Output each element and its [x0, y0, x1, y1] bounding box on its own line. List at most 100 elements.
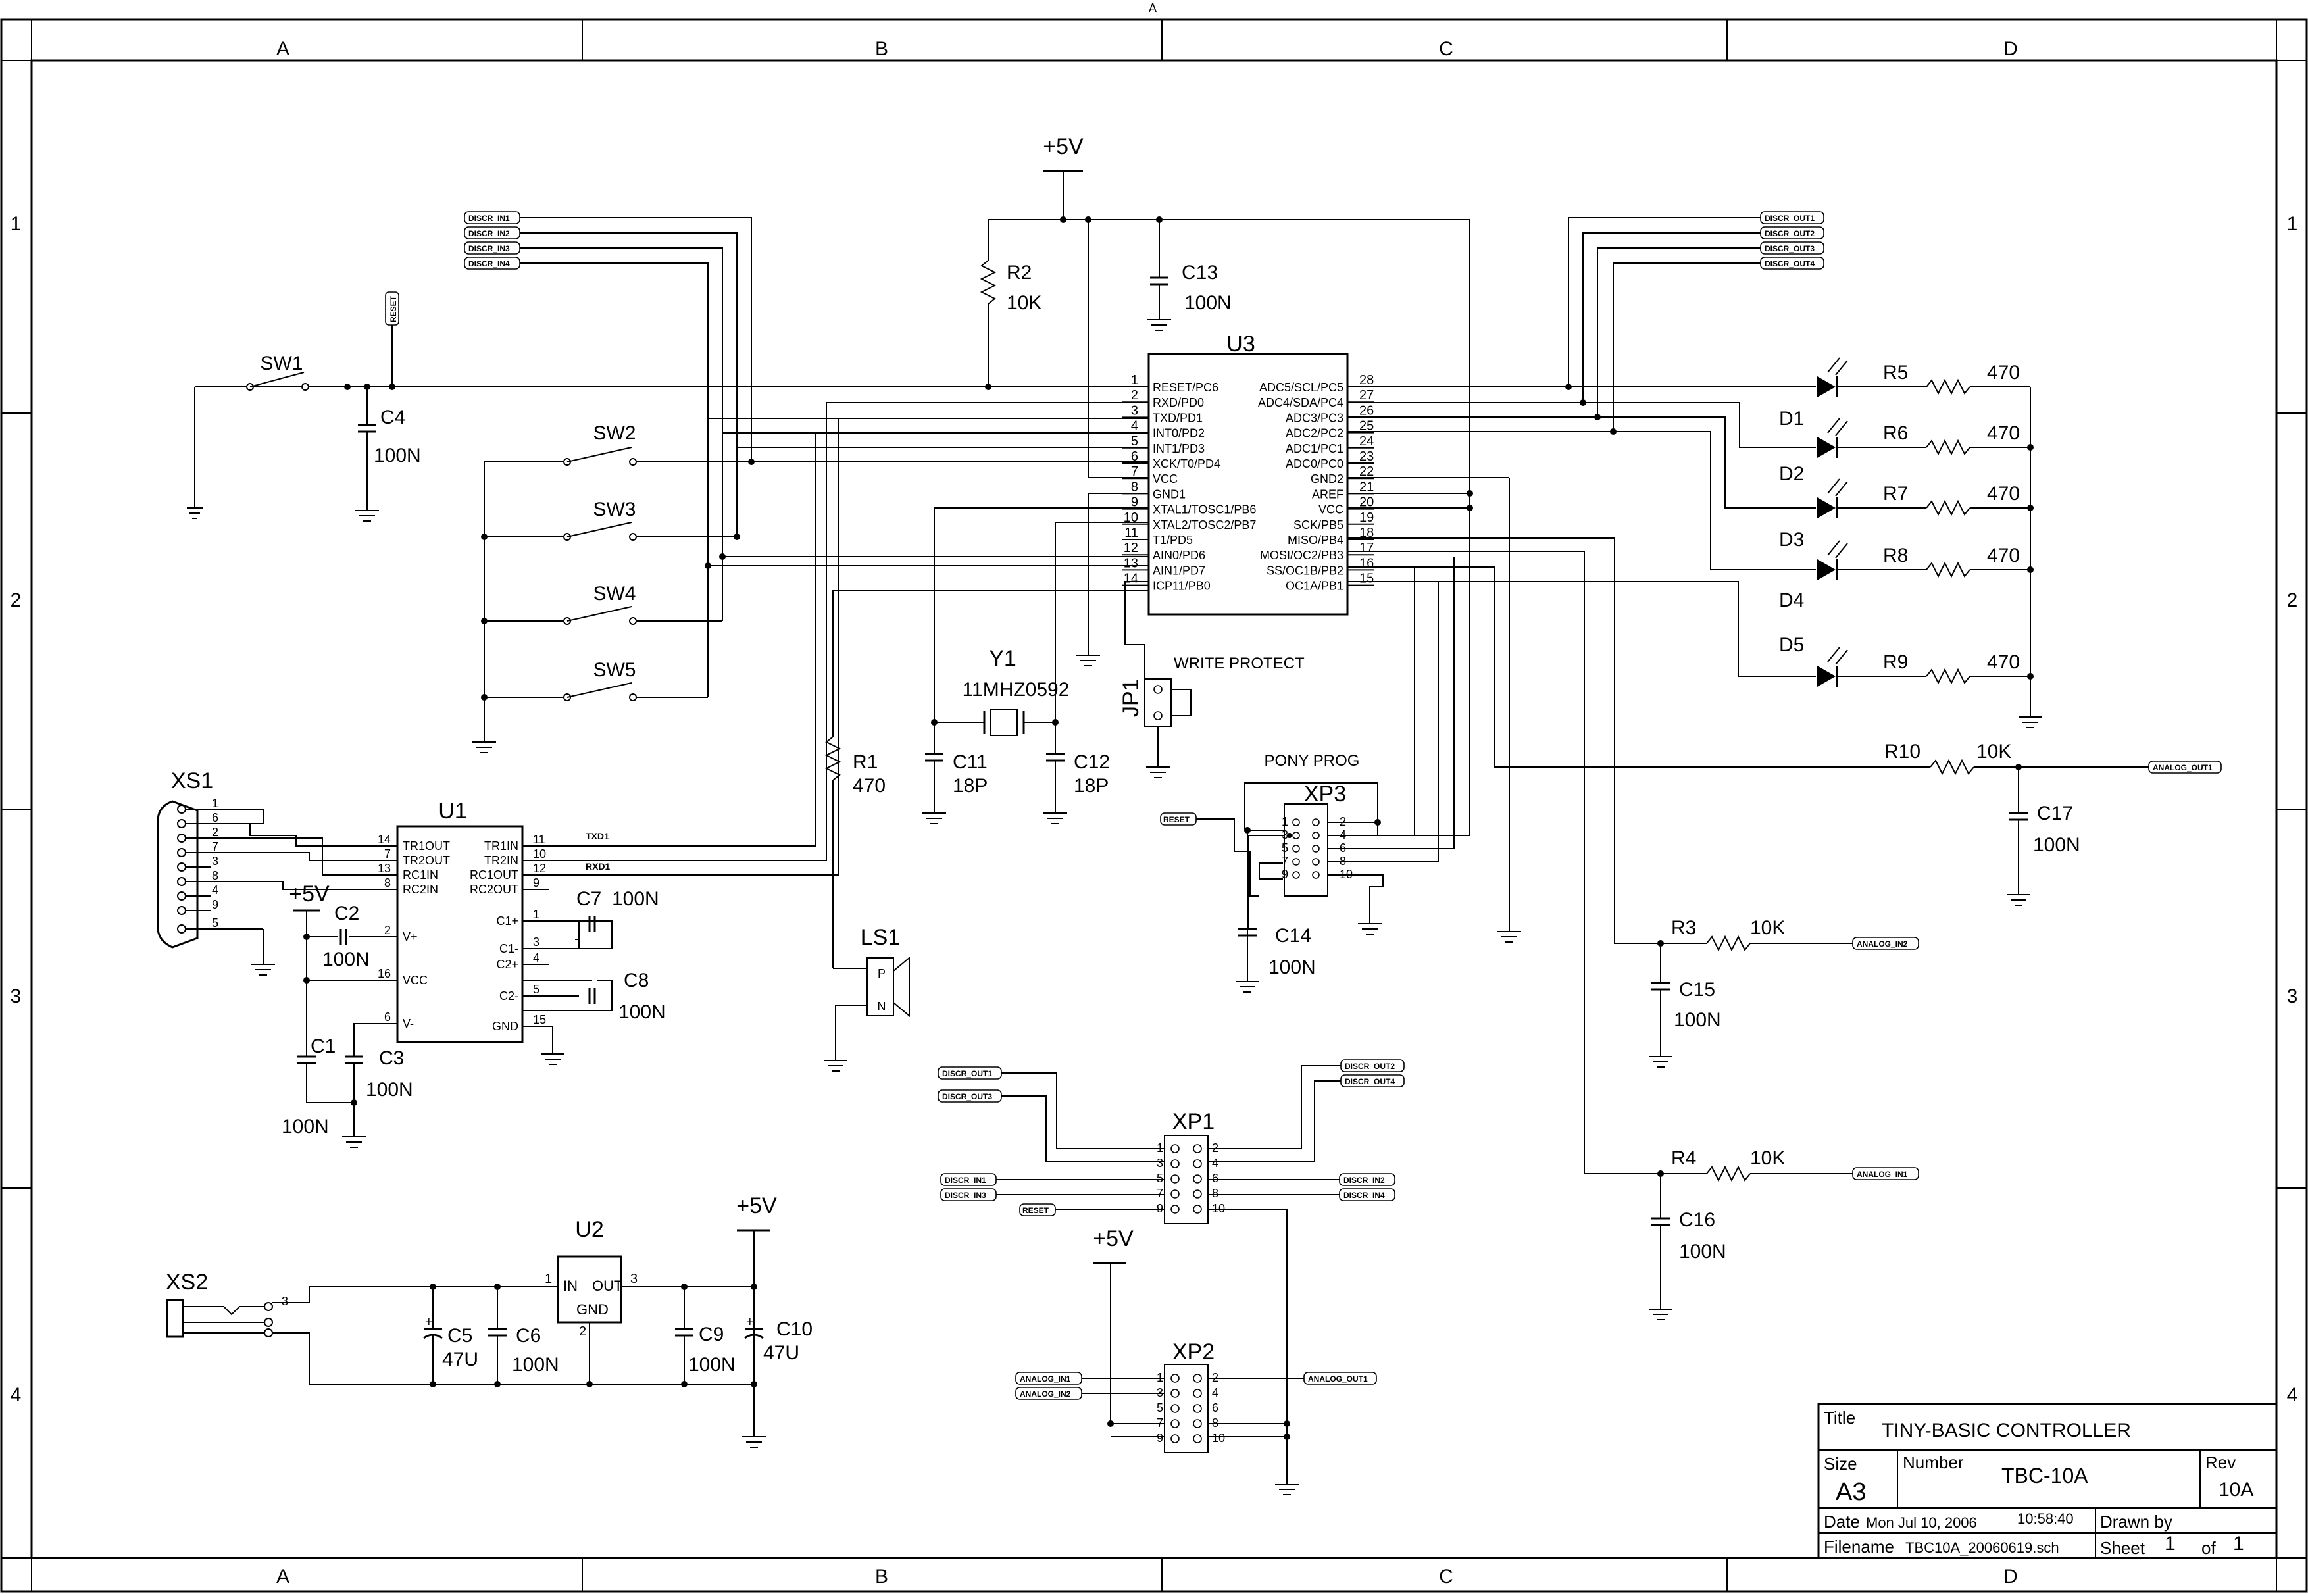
xp1-pin	[1170, 1144, 1180, 1153]
xs1-signal-wire	[211, 852, 371, 861]
xs1-signal-wire	[211, 881, 371, 890]
c14-capacitor: C14 100N	[1234, 477, 1521, 993]
u3-right-pin-name: ADC0/PC0	[1286, 457, 1343, 470]
u1-left-pin-name: V+	[403, 930, 418, 943]
col-a-top: A	[276, 38, 289, 60]
xs2-pin3: 3	[282, 1295, 288, 1308]
xp3-pin-number: 10	[1340, 868, 1353, 881]
row-1-right: 1	[2287, 213, 2298, 235]
col-b-bottom: B	[875, 1566, 888, 1587]
drawn-by-label: Drawn by	[2100, 1512, 2172, 1532]
u3-left-pin-number: 5	[1131, 434, 1138, 449]
led-resistor	[1926, 668, 1970, 685]
filename-label: Filename	[1824, 1537, 1894, 1557]
u3-right-pin-number: 16	[1359, 556, 1374, 570]
u2-gnd: GND	[576, 1301, 609, 1318]
xs1-pin-contact	[177, 805, 186, 814]
led-triangle	[1817, 497, 1836, 518]
c5-plus: +	[425, 1315, 433, 1330]
led-triangle	[1817, 666, 1836, 687]
xp3-pin	[1312, 845, 1320, 853]
u3-left-pin-name: ICP11/PB0	[1153, 580, 1211, 593]
led-emission-ray	[1827, 418, 1840, 434]
u2-out: OUT	[592, 1278, 622, 1294]
xp3-pin	[1292, 871, 1300, 879]
number-value: TBC-10A	[2001, 1464, 2088, 1487]
row-3-right: 3	[2287, 985, 2298, 1007]
xs1-signal-wire	[211, 823, 371, 847]
xp1-pin	[1170, 1174, 1180, 1184]
xp3-ref: XP3	[1304, 782, 1346, 807]
time-value: 10:58:40	[2017, 1510, 2074, 1527]
led-resistor-ref: R8	[1883, 545, 1908, 566]
led-resistor-ref: R5	[1883, 362, 1908, 384]
discr-in-bus: DISCR_IN1 DISCR_IN2 DISCR_IN3 DISCR_IN4	[464, 211, 1149, 462]
xp2-pin-number: 5	[1157, 1401, 1163, 1414]
c2-ref: C2	[334, 903, 359, 924]
c8-ref: C8	[624, 970, 649, 991]
xs1-pin-contact	[177, 924, 186, 934]
xs1-pin-number: 9	[212, 898, 218, 911]
col-d-bottom: D	[2003, 1566, 2018, 1587]
u1-right-pin-name: RC2OUT	[470, 883, 518, 896]
c11-value: 18P	[953, 775, 988, 797]
u1-right-pin-name: C2+	[496, 958, 518, 971]
xs1-pin-contact	[177, 819, 186, 828]
xs1-pin-contact	[177, 891, 186, 901]
xp2-pin-number: 6	[1212, 1401, 1218, 1414]
u3-left-pin-name: AIN0/PD6	[1153, 549, 1205, 562]
u3-right-pin-number: 17	[1359, 541, 1374, 555]
c2-value: 100N	[322, 949, 370, 970]
u1-left-pin-name: VCC	[403, 974, 428, 987]
xp2-pin	[1193, 1404, 1202, 1413]
title-label: Title	[1824, 1408, 1855, 1428]
c13-ref: C13	[1182, 262, 1218, 284]
u3-left-pin-name: INT0/PD2	[1153, 427, 1205, 440]
c11-ref: C11	[953, 751, 988, 773]
c10-plus: +	[746, 1315, 754, 1330]
r10-value: 10K	[1976, 741, 2011, 762]
u1-right-pin-name: C1-	[499, 942, 518, 955]
discr-in3-label: DISCR_IN3	[468, 244, 510, 253]
xp2-pin-number: 10	[1212, 1432, 1225, 1445]
jp1-jumper: JP1 WRITE PROTECT	[1118, 581, 1305, 778]
led-resistor-value: 470	[1987, 545, 2020, 566]
c12-ref: C12	[1074, 751, 1110, 773]
row-2-right: 2	[2287, 589, 2298, 611]
xp3-pin-number: 2	[1340, 815, 1346, 828]
u1-left-pin-number: 13	[378, 862, 391, 875]
u3-left-pin-number: 10	[1124, 511, 1138, 525]
row-2-left: 2	[11, 589, 22, 611]
u3-right-pin-number: 19	[1359, 511, 1374, 525]
c3-ref: C3	[379, 1047, 404, 1069]
u3-left-pin-name: VCC	[1153, 472, 1178, 486]
c4-value: 100N	[374, 445, 421, 466]
power-supply: XS2 3 U2 IN OUT GND 1 3 2 +5V + C5 47U C…	[166, 1193, 813, 1448]
u2-in: IN	[563, 1278, 578, 1294]
xp2-pin	[1170, 1419, 1180, 1428]
u3-right-pin-number: 21	[1359, 480, 1374, 494]
u1-left-pin-name: TR2OUT	[403, 854, 450, 867]
col-c-bottom: C	[1439, 1566, 1453, 1587]
analog-in1-label: ANALOG_IN1	[1857, 1170, 1908, 1179]
c5-ref: C5	[447, 1325, 472, 1347]
u1-right-pin-name: RC1OUT	[470, 868, 518, 882]
rev-value: 10A	[2219, 1479, 2253, 1501]
c8-value: 100N	[618, 1001, 666, 1023]
xp2-pin	[1193, 1434, 1202, 1443]
u3-left-pin-number: 13	[1124, 556, 1138, 570]
c1-ref: C1	[311, 1035, 336, 1057]
led-emission-ray	[1827, 478, 1840, 494]
u1-right-pin-name: C2-	[499, 989, 518, 1003]
led-resistor	[1926, 378, 1970, 395]
led-resistor-value: 470	[1987, 422, 2020, 444]
xp1-pin	[1193, 1174, 1202, 1184]
u3-left-pin-number: 1	[1131, 373, 1138, 387]
c13-value: 100N	[1184, 292, 1232, 314]
u3-left-pin-number: 7	[1131, 464, 1138, 479]
